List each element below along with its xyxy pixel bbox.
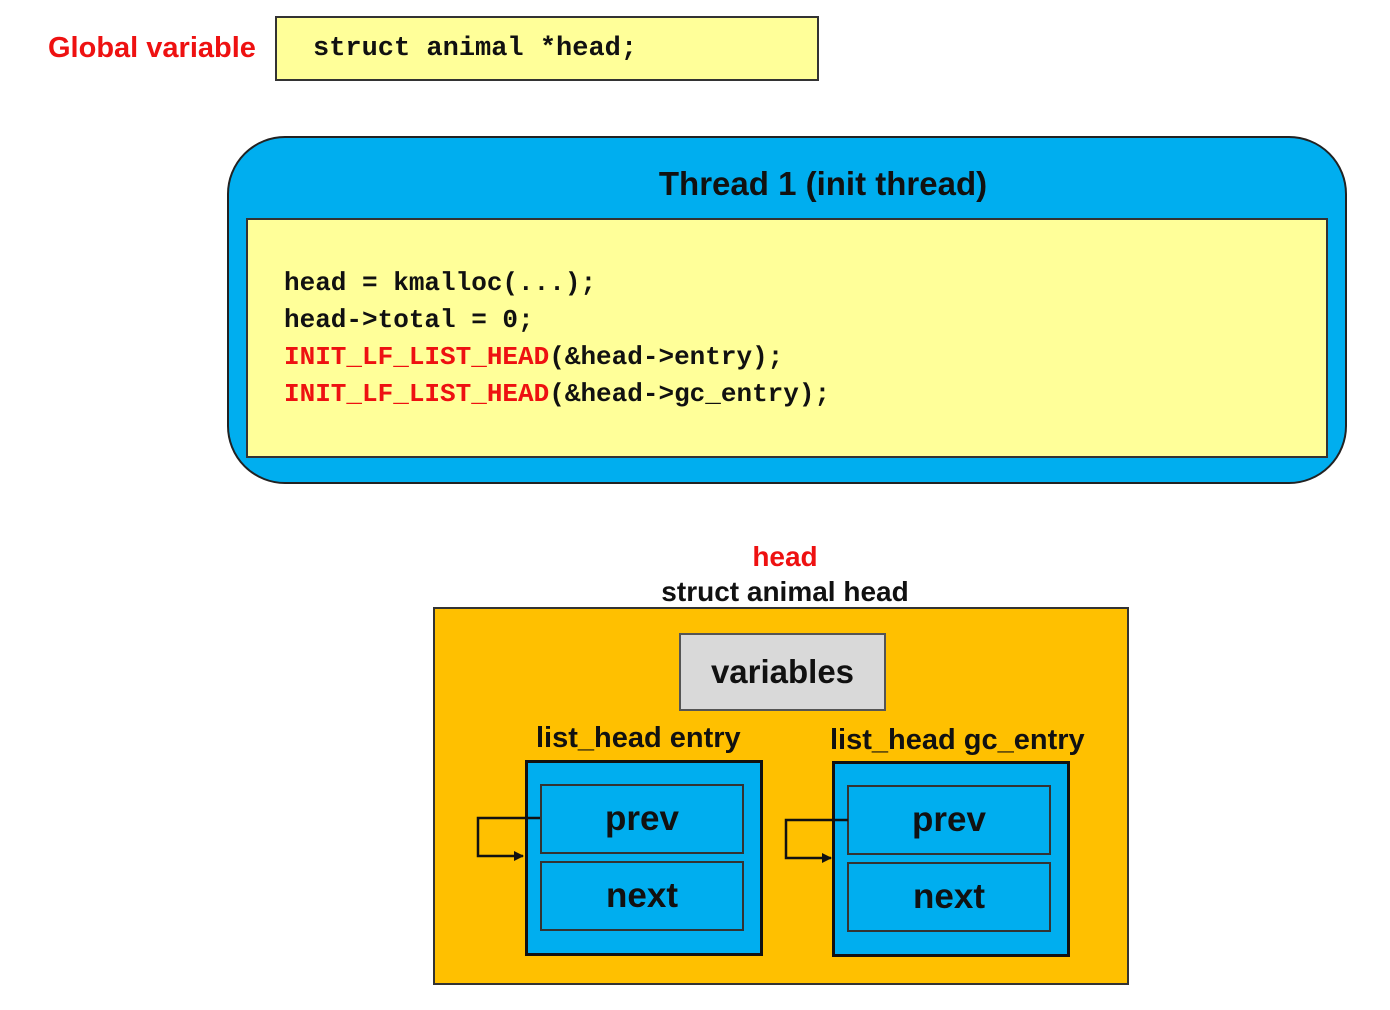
code-line-1: head = kmalloc(...);	[284, 268, 597, 298]
list-head-entry-box: prev next	[525, 760, 763, 956]
gc-entry-next-field: next	[847, 862, 1051, 932]
struct-instance-name: head	[752, 541, 818, 572]
struct-type-label: struct animal head	[661, 576, 909, 607]
macro-keyword: INIT_LF_LIST_HEAD	[284, 342, 550, 372]
global-variable-label: Global variable	[48, 32, 256, 64]
global-variable-code: struct animal *head;	[313, 34, 638, 64]
thread-title: Thread 1 (init thread)	[658, 165, 988, 202]
thread-panel: Thread 1 (init thread) head = kmalloc(..…	[227, 136, 1347, 484]
list-head-entry-label: list_head entry	[536, 722, 741, 754]
thread-code-block: head = kmalloc(...); head->total = 0; IN…	[246, 218, 1328, 458]
variables-box: variables	[679, 633, 886, 711]
macro-keyword: INIT_LF_LIST_HEAD	[284, 379, 550, 409]
gc-entry-prev-field: prev	[847, 785, 1051, 855]
gc-entry-prev-arrow	[784, 818, 848, 863]
list-head-gc-entry-label: list_head gc_entry	[830, 724, 1085, 756]
code-line-4: INIT_LF_LIST_HEAD(&head->gc_entry);	[284, 379, 831, 409]
list-head-gc-entry-box: prev next	[832, 761, 1070, 957]
struct-animal-box: variables list_head entry prev next list…	[433, 607, 1129, 985]
global-variable-box: struct animal *head;	[275, 16, 819, 81]
entry-next-field: next	[540, 861, 744, 931]
code-line-3: INIT_LF_LIST_HEAD(&head->entry);	[284, 342, 784, 372]
code-line-2: head->total = 0;	[284, 305, 534, 335]
entry-prev-field: prev	[540, 784, 744, 854]
entry-prev-arrow	[476, 816, 540, 861]
